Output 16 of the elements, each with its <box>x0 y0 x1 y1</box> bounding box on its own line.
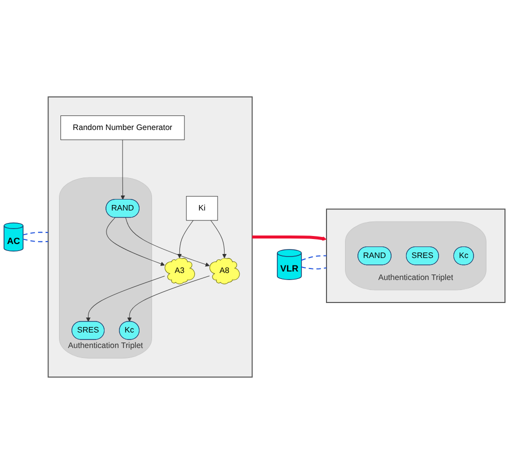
connector <box>301 266 327 270</box>
node-box: Random Number Generator <box>60 115 185 140</box>
arrow <box>210 220 227 258</box>
arrow <box>106 217 165 266</box>
connector <box>22 238 48 242</box>
arrow <box>120 140 125 200</box>
arrow <box>177 220 194 258</box>
arrow <box>127 276 210 322</box>
arrow <box>86 276 165 322</box>
arrow <box>252 236 327 241</box>
cluster <box>326 208 506 303</box>
cluster <box>48 96 253 378</box>
connector <box>301 255 326 261</box>
connector <box>22 232 48 236</box>
node-box: Ki <box>186 196 218 221</box>
arrow <box>125 217 210 267</box>
